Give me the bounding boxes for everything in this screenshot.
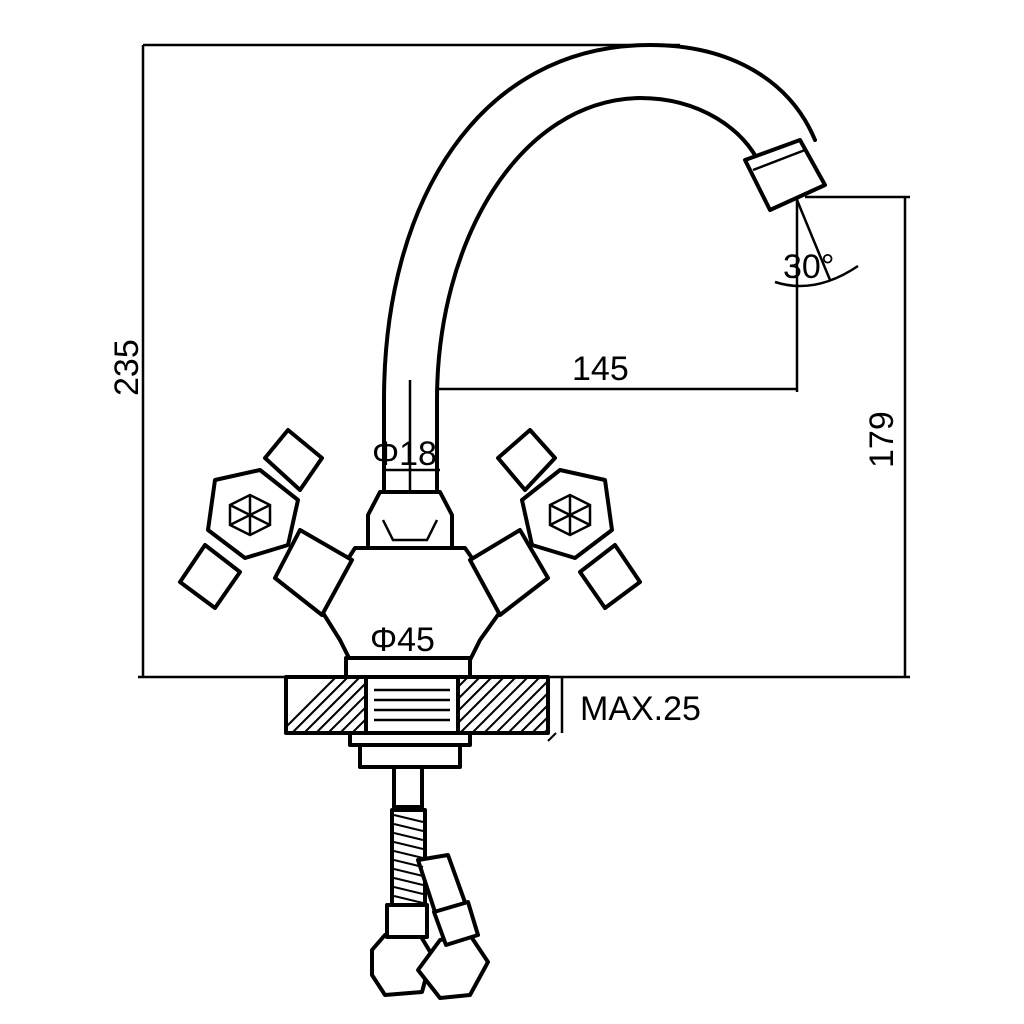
hose-nut-right (416, 933, 490, 1000)
flexible-hoses (370, 808, 490, 1000)
faucet-body (273, 470, 550, 679)
left-valve-arm (273, 528, 354, 617)
total-height-label: 235 (108, 339, 146, 396)
max-thickness-label: MAX.25 (580, 690, 701, 728)
base-flange (344, 656, 472, 679)
countertop-section (284, 675, 557, 742)
spout-reach-label: 145 (572, 350, 629, 388)
right-cross-handle[interactable] (496, 428, 642, 610)
outlet-angle-label: 30° (783, 248, 834, 286)
base-diameter-label: Φ45 (370, 621, 435, 659)
spout-diameter-label: Φ18 (372, 435, 437, 473)
right-valve-arm (468, 528, 550, 617)
mounting-hardware (348, 731, 472, 809)
left-cross-handle[interactable] (178, 428, 324, 610)
spout (382, 43, 827, 492)
thread-lines (374, 688, 450, 722)
aerator-nozzle (743, 138, 827, 212)
outlet-height-label: 179 (863, 411, 901, 468)
